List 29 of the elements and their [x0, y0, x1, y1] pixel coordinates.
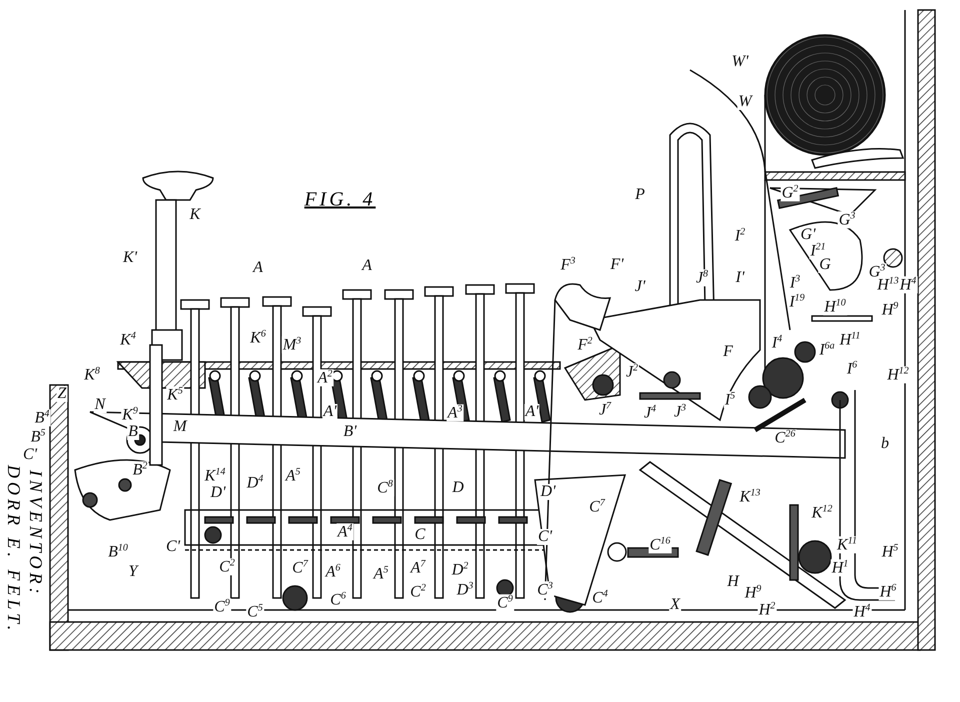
- reference-letter: W: [737, 94, 753, 110]
- reference-letter: C$^{2}$: [218, 558, 236, 576]
- reference-letter: J$^{8}$: [694, 269, 710, 287]
- reference-letter: H$^{6}$: [878, 583, 898, 601]
- reference-letter: A': [322, 404, 338, 420]
- reference-letter: A': [524, 404, 540, 420]
- reference-letter: H$^{4}$: [898, 276, 918, 294]
- reference-letter: N: [94, 397, 106, 413]
- reference-letter: A$^{3}$: [446, 404, 464, 422]
- reference-letter: C$^{16}$: [648, 536, 672, 554]
- reference-letter: C$^{9}$: [496, 594, 514, 612]
- reference-letter: G$^{3}$: [838, 211, 856, 229]
- reference-letter: C$^{3}$: [536, 581, 554, 599]
- reference-letter: A$^{4}$: [336, 523, 354, 541]
- reference-letter: H$^{10}$: [823, 298, 847, 316]
- reference-letter: H$^{1}$: [830, 559, 850, 577]
- reference-letter: B$^{4}$: [34, 409, 50, 427]
- reference-letter: H$^{12}$: [886, 366, 910, 384]
- reference-letter: G: [818, 257, 832, 273]
- reference-letter: X: [669, 597, 681, 613]
- reference-letter: A$^{2}$: [316, 369, 334, 387]
- reference-letter: C': [536, 529, 554, 545]
- figure-title: FIG. 4: [304, 188, 376, 212]
- reference-letter: I$^{5}$: [724, 391, 736, 409]
- reference-letter: Z: [56, 386, 68, 402]
- reference-letter: K$^{11}$: [836, 536, 858, 554]
- reference-letter: G$^{2}$: [780, 184, 800, 202]
- reference-letter: B: [127, 424, 139, 440]
- reference-letter: D': [540, 484, 556, 500]
